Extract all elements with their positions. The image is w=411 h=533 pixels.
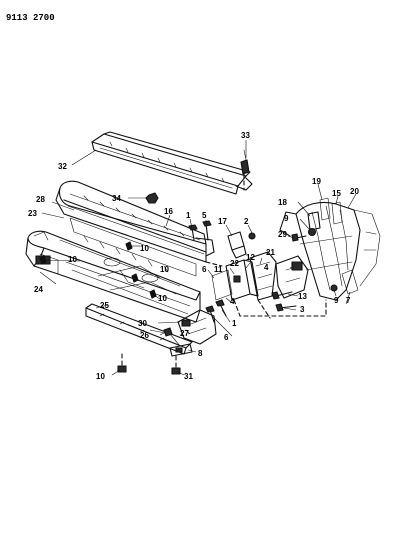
part-7-bracket	[341, 269, 359, 295]
callout-10-d: 10	[158, 294, 167, 303]
callout-19: 19	[312, 177, 321, 186]
callout-4-upper: 4	[264, 263, 269, 272]
callout-2: 2	[244, 217, 249, 226]
callout-1-upper: 1	[186, 211, 191, 220]
callout-22: 22	[230, 259, 239, 268]
callout-23: 23	[28, 209, 37, 218]
part-11-bracket	[211, 269, 233, 301]
callout-21: 21	[266, 248, 275, 257]
part-34-nut	[145, 192, 159, 204]
callout-13: 13	[298, 292, 307, 301]
part-31-bolt-bottom	[171, 355, 181, 375]
part-13-bolt	[271, 291, 293, 300]
callout-8: 8	[198, 349, 203, 358]
callout-1-lower: 1	[232, 319, 237, 328]
callout-25: 25	[100, 301, 109, 310]
callout-30: 30	[138, 319, 147, 328]
callout-6-lower: 6	[224, 333, 229, 342]
callout-27: 27	[180, 329, 189, 338]
callout-11: 11	[214, 265, 223, 274]
part-21-absorber-mount	[275, 255, 309, 299]
part-9-nut-lower	[330, 284, 338, 292]
part-3-bolt	[275, 303, 297, 312]
diagram-code: 9113 2700	[6, 13, 55, 23]
callout-32: 32	[58, 162, 67, 171]
bumper-inner-structure	[69, 217, 197, 289]
part-12-energy-absorber	[249, 251, 277, 301]
exploded-view-drawing	[25, 131, 381, 375]
part-19-bracket	[319, 197, 331, 221]
callout-26: 26	[140, 331, 149, 340]
callout-31: 31	[184, 372, 193, 381]
callout-10-c: 10	[160, 265, 169, 274]
part-8-bracket	[169, 343, 193, 357]
callout-6-upper: 6	[202, 265, 207, 274]
callout-9-upper: 9	[284, 214, 289, 223]
callout-labels: 33 32 34 28 23 16 1 5 17 2 19 15 20 18 9…	[28, 131, 359, 381]
callout-20: 20	[350, 187, 359, 196]
part-5-bolt	[202, 220, 212, 241]
callout-28: 28	[36, 195, 45, 204]
part-25-air-deflector	[85, 303, 193, 355]
callout-4-lower: 4	[230, 297, 235, 306]
part-27-lower-bracket	[177, 309, 217, 345]
part-26-clip	[163, 327, 173, 337]
callout-18: 18	[278, 198, 287, 207]
callout-29: 29	[278, 230, 287, 239]
part-17-bracket	[227, 231, 247, 259]
callout-17: 17	[218, 217, 227, 226]
part-10-bolt-bottom	[117, 353, 127, 373]
callout-16: 16	[164, 207, 173, 216]
part-22-mount-bracket	[225, 259, 259, 301]
part-15-bracket	[331, 201, 343, 225]
callout-leaders	[39, 140, 357, 376]
part-2-nut	[248, 232, 256, 240]
part-1-bolt-lower	[215, 299, 227, 317]
callout-10-b: 10	[140, 244, 149, 253]
part-9-nut-upper	[307, 227, 317, 237]
callout-7: 7	[346, 296, 351, 305]
part-29-bolt	[291, 233, 307, 242]
part-24-bumper-fascia	[25, 230, 201, 323]
callout-24: 24	[34, 285, 43, 294]
part-16-bumper-reinforcement	[55, 180, 215, 263]
frame-rail-right	[279, 201, 381, 301]
callout-5: 5	[202, 211, 207, 220]
part-1-bolt-upper	[188, 224, 198, 241]
callout-3: 3	[300, 305, 305, 314]
callout-10-a: 10	[68, 255, 77, 264]
callout-10-e: 10	[96, 372, 105, 381]
callout-33: 33	[241, 131, 250, 140]
callout-34: 34	[112, 194, 121, 203]
part-33-clip	[240, 149, 250, 175]
callout-12: 12	[246, 253, 255, 262]
part-10-clips-bumper	[39, 241, 157, 299]
part-18-support	[307, 211, 321, 231]
callout-9-lower: 9	[334, 296, 339, 305]
part-32-upper-support-bar	[91, 131, 253, 195]
callout-15: 15	[332, 189, 341, 198]
